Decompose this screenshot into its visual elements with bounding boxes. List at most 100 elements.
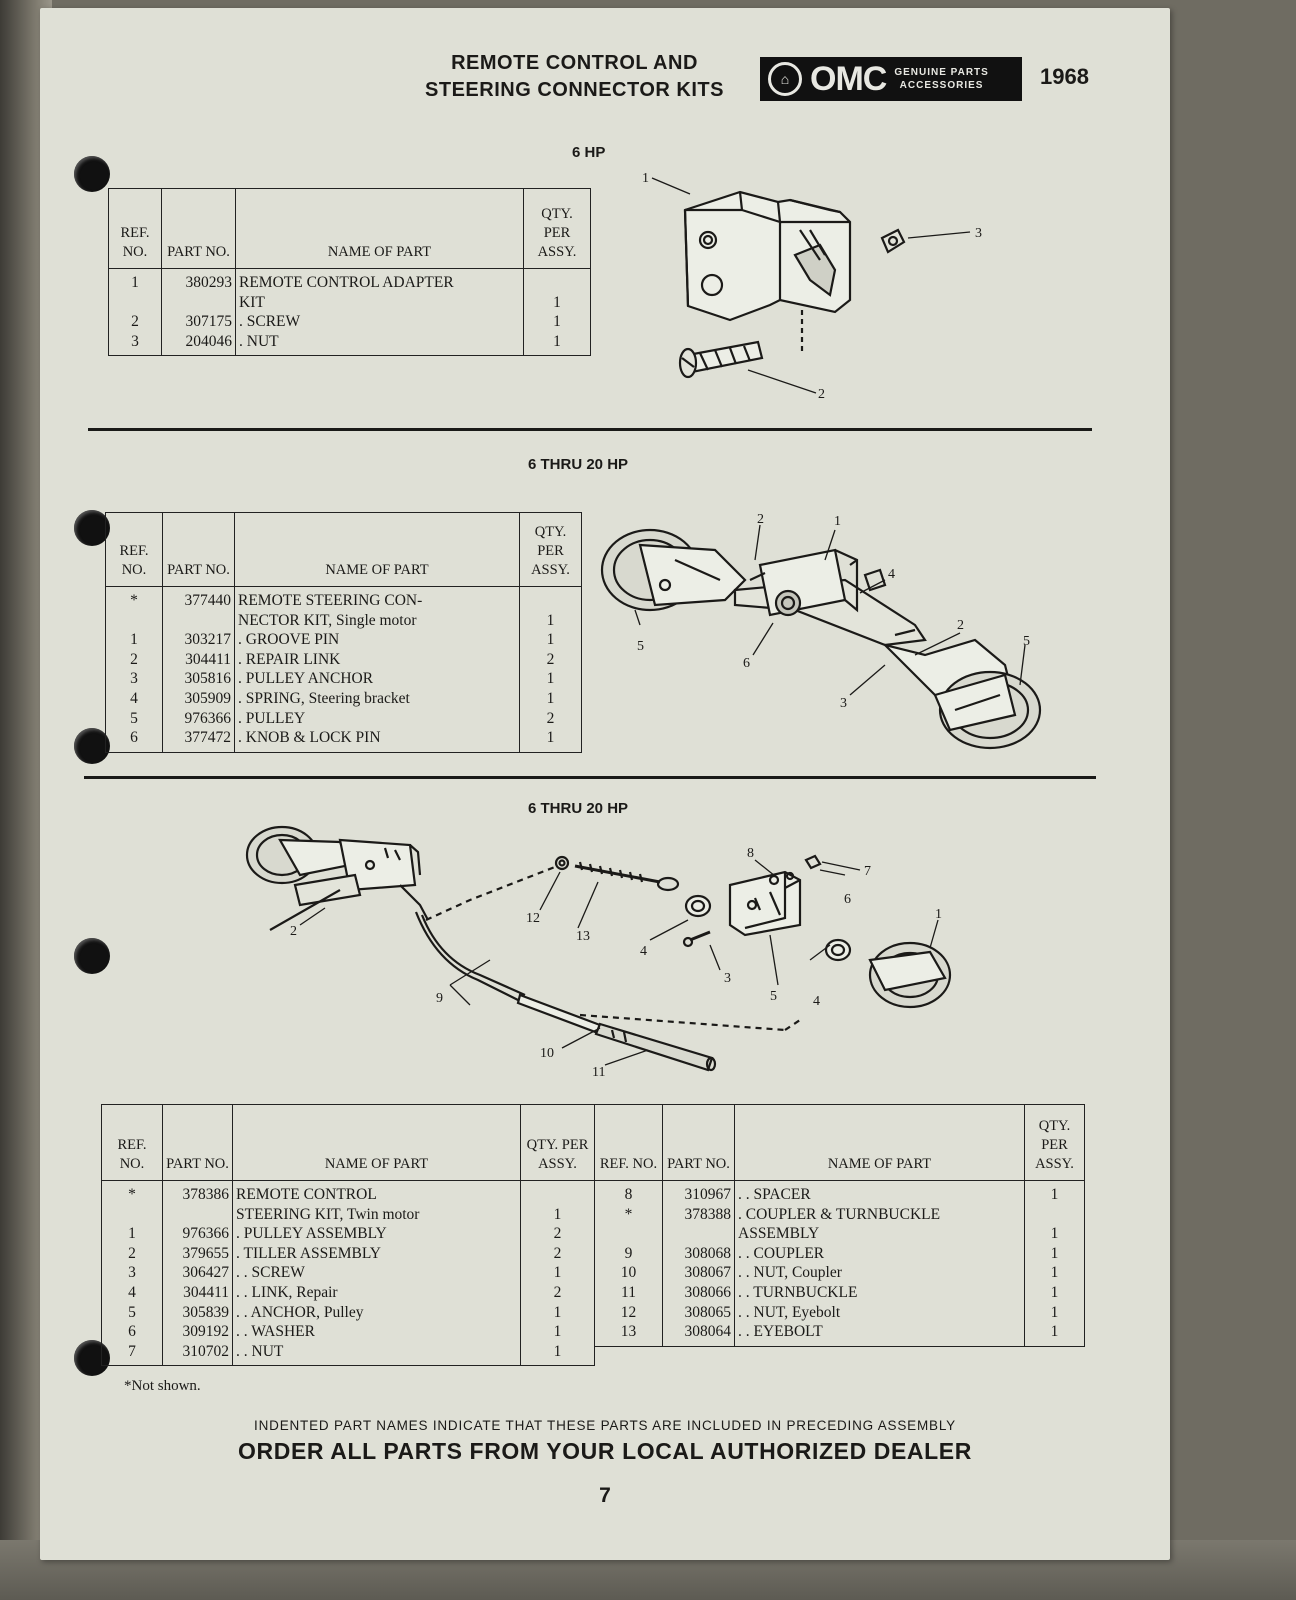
row-part-number: 308067 [662, 1263, 735, 1283]
row-part-number: 310702 [162, 1341, 233, 1366]
col-ref: REF. NO. [105, 512, 163, 587]
row-part-name: STEERING KIT, Twin motor [232, 1204, 521, 1225]
row-part-name: . KNOB & LOCK PIN [234, 728, 520, 753]
col-qty: QTY. PER ASSY. [523, 188, 591, 269]
row-qty: 1 [520, 1341, 595, 1366]
row-qty: 1 [1024, 1302, 1085, 1323]
col-qty: QTY. PER ASSY. [519, 512, 582, 587]
row-part-name: REMOTE STEERING CON- [234, 586, 520, 611]
row-part-name: . . NUT, Eyebolt [734, 1302, 1025, 1323]
row-qty: 2 [520, 1224, 595, 1244]
callout: 12 [526, 911, 540, 926]
page-title: REMOTE CONTROL AND STEERING CONNECTOR KI… [402, 50, 747, 104]
col-name: NAME OF PART [234, 512, 520, 587]
row-ref: 5 [101, 1302, 163, 1323]
row-part-name: REMOTE CONTROL [232, 1180, 521, 1205]
col-qty: QTY. PER ASSY. [520, 1104, 595, 1181]
row-part-name: . . COUPLER [734, 1243, 1025, 1264]
row-part-number: 308068 [662, 1243, 735, 1264]
row-ref: 2 [108, 312, 162, 332]
row-ref: 11 [594, 1282, 663, 1303]
callout: 6 [743, 656, 750, 671]
callout: 1 [642, 171, 649, 186]
section1-exploded-diagram: 1 2 3 [642, 171, 982, 402]
row-part-number: 308064 [662, 1322, 735, 1347]
section-divider [88, 428, 1092, 431]
row-part-name: . SPRING, Steering bracket [234, 688, 520, 709]
row-part-number: 377440 [162, 586, 235, 611]
col-name: NAME OF PART [235, 188, 524, 269]
row-part-name: . . ANCHOR, Pulley [232, 1302, 521, 1323]
row-qty: 1 [523, 312, 591, 332]
row-ref: 2 [101, 1243, 163, 1264]
row-part-number [162, 610, 235, 631]
catalog-year: 1968 [1040, 64, 1089, 89]
row-part-number: 308065 [662, 1302, 735, 1323]
row-part-number: 307175 [161, 312, 236, 332]
order-note: ORDER ALL PARTS FROM YOUR LOCAL AUTHORIZ… [238, 1438, 972, 1464]
col-part: PART NO. [162, 512, 235, 587]
row-ref: 1 [105, 630, 163, 650]
row-ref: 8 [594, 1180, 663, 1205]
callout: 9 [436, 991, 443, 1006]
section2-heading: 6 THRU 20 HP [528, 456, 629, 473]
callout: 3 [840, 696, 847, 711]
callout: 5 [770, 989, 777, 1004]
callout: 6 [844, 892, 851, 907]
title-line-1: REMOTE CONTROL AND [451, 52, 698, 74]
row-part-name: . . SCREW [232, 1263, 521, 1283]
row-part-number [662, 1224, 735, 1244]
row-qty: 1 [519, 610, 582, 631]
callout: 8 [747, 846, 754, 861]
col-name: NAME OF PART [734, 1104, 1025, 1181]
section1-heading: 6 HP [572, 144, 606, 161]
row-qty: 2 [520, 1243, 595, 1264]
row-part-name: NECTOR KIT, Single motor [234, 610, 520, 631]
page-number: 7 [599, 1484, 611, 1507]
row-part-number: 976366 [162, 708, 235, 729]
callout: 11 [592, 1065, 605, 1080]
callout: 4 [888, 567, 895, 582]
brand-sub-2: ACCESSORIES [899, 80, 984, 91]
row-part-number: 380293 [161, 268, 236, 293]
section-divider [84, 776, 1096, 779]
section3-twin-motor-kit-diagram: 1 2 3 4 4 5 6 7 8 9 10 11 12 13 [245, 825, 952, 1080]
brand-sub-1: GENUINE PARTS [894, 67, 989, 78]
row-part-number [161, 292, 236, 313]
row-ref: 9 [594, 1243, 663, 1264]
row-ref: 1 [108, 268, 162, 293]
row-ref: 3 [108, 331, 162, 356]
row-qty: 1 [1024, 1224, 1085, 1244]
callout: 5 [637, 639, 644, 654]
row-part-number: 305909 [162, 688, 235, 709]
row-part-name: . NUT [235, 331, 524, 356]
row-part-name: . PULLEY [234, 708, 520, 729]
binder-hole [74, 510, 110, 546]
brand-subtitle: GENUINE PARTS ACCESSORIES [894, 66, 989, 92]
not-shown-note: *Not shown. [124, 1378, 201, 1394]
row-qty: 1 [520, 1263, 595, 1283]
callout: 4 [640, 944, 647, 959]
row-part-name: KIT [235, 292, 524, 313]
section3-heading: 6 THRU 20 HP [528, 800, 629, 817]
row-qty: 1 [1024, 1282, 1085, 1303]
omc-logo: ⌂ OMC GENUINE PARTS ACCESSORIES [760, 57, 1022, 101]
row-qty: 2 [520, 1282, 595, 1303]
row-qty [520, 1180, 595, 1205]
row-qty: 1 [519, 669, 582, 689]
row-ref: 4 [101, 1282, 163, 1303]
section2-parts-table: REF. NO. PART NO. NAME OF PART QTY. PER … [105, 512, 582, 753]
row-part-number: 310967 [662, 1180, 735, 1205]
row-qty: 1 [520, 1302, 595, 1323]
